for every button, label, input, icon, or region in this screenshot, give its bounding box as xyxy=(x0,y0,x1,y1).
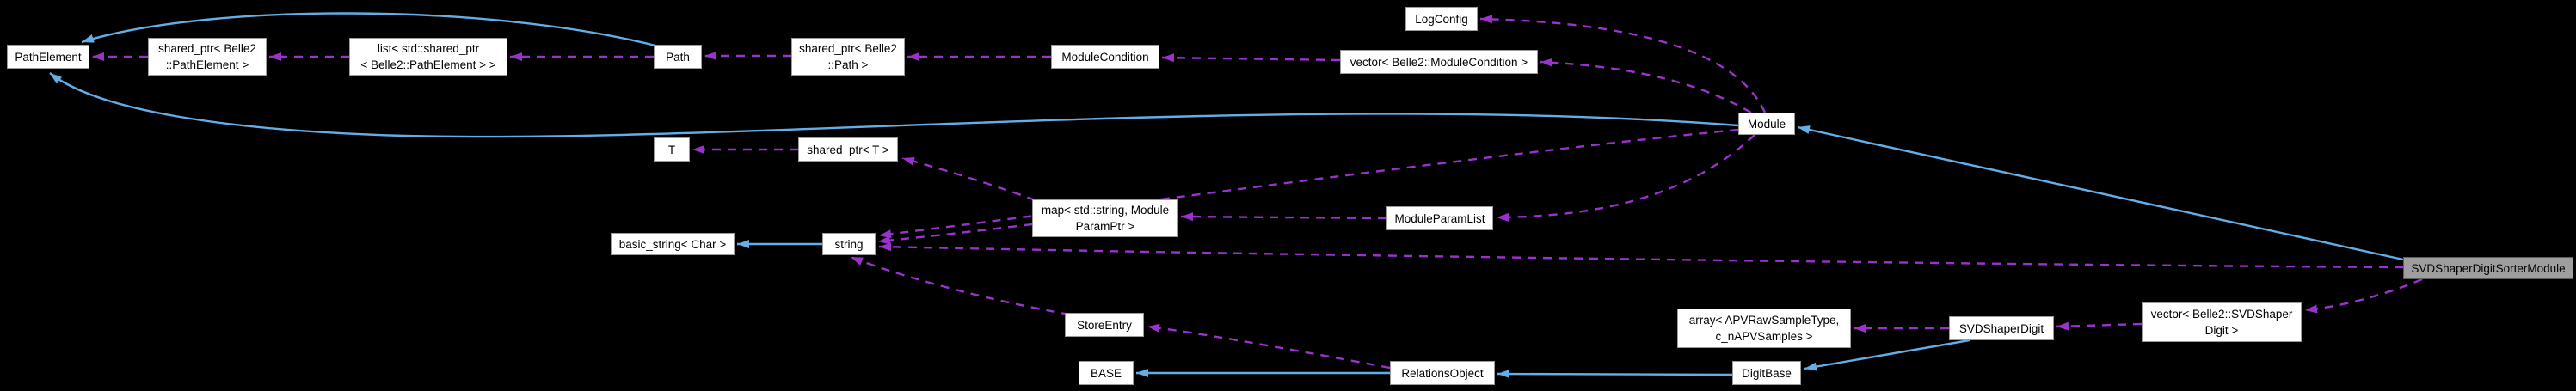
edge-digitbase-to-relationsobject xyxy=(1497,370,1733,379)
edge-module-to-pathelement xyxy=(49,72,1739,138)
node-svdshaperdigitsortermodule-focus: SVDShaperDigitSorterModule xyxy=(2403,257,2573,279)
node-relationsobject[interactable]: RelationsObject xyxy=(1390,361,1495,385)
edge-path-to-pathelement xyxy=(81,12,660,48)
edge-module-to-logconfig xyxy=(1479,15,1767,113)
edge-module-to-string xyxy=(878,128,1739,239)
edge-sortermodule-to-vectorsvdshaperdigit xyxy=(2304,278,2423,314)
node-t[interactable]: T xyxy=(654,137,690,162)
edge-moduleparamlist-to-map xyxy=(1180,212,1387,222)
edge-sortermodule-to-module xyxy=(1797,125,2404,261)
node-array-apvrawsampletype[interactable]: array< APVRawSampleType, c_nAPVSamples > xyxy=(1677,309,1851,348)
node-shared-ptr-path[interactable]: shared_ptr< Belle2 ::Path > xyxy=(791,38,905,76)
edge-relationsobject-to-storeentry xyxy=(1147,323,1391,370)
node-list-shared-ptr-pathelement[interactable]: list< std::shared_ptr < Belle2::PathElem… xyxy=(349,38,507,76)
node-vector-modulecondition[interactable]: vector< Belle2::ModuleCondition > xyxy=(1340,50,1538,74)
edge-sortermodule-to-string xyxy=(878,242,2404,269)
node-base[interactable]: BASE xyxy=(1079,361,1134,385)
node-module[interactable]: Module xyxy=(1738,113,1795,135)
node-digitbase[interactable]: DigitBase xyxy=(1732,361,1801,385)
node-moduleparamlist[interactable]: ModuleParamList xyxy=(1386,206,1493,230)
edge-vectormodulecondition-to-modulecondition xyxy=(1161,53,1341,63)
edge-map-to-sharedptrt xyxy=(901,156,1036,202)
node-shared-ptr-pathelement[interactable]: shared_ptr< Belle2 ::PathElement > xyxy=(148,38,267,76)
edge-map-to-string xyxy=(877,223,1033,245)
node-map-moduleparamptr[interactable]: map< std::string, Module ParamPtr > xyxy=(1032,199,1178,237)
node-vector-svdshaperdigit[interactable]: vector< Belle2::SVDShaper Digit > xyxy=(2142,302,2302,342)
edge-module-to-vectormodulecondition xyxy=(1540,58,1752,114)
node-svdshaperdigit[interactable]: SVDShaperDigit xyxy=(1949,316,2054,340)
edge-vectorsvdshaperdigit-to-svdshaperdigit xyxy=(2056,321,2143,331)
node-logconfig[interactable]: LogConfig xyxy=(1405,7,1478,31)
edge-svdshaperdigit-to-digitbase xyxy=(1804,339,1970,371)
node-basic-string-char[interactable]: basic_string< Char > xyxy=(611,233,735,255)
node-path[interactable]: Path xyxy=(654,45,702,69)
node-string[interactable]: string xyxy=(822,233,876,255)
edge-module-to-moduleparamlist xyxy=(1496,134,1755,222)
node-pathelement[interactable]: PathElement xyxy=(7,45,89,69)
node-storeentry[interactable]: StoreEntry xyxy=(1065,313,1144,337)
edge-storeentry-to-string xyxy=(850,255,1071,316)
node-shared-ptr-t[interactable]: shared_ptr< T > xyxy=(798,137,898,162)
node-modulecondition[interactable]: ModuleCondition xyxy=(1051,45,1159,69)
